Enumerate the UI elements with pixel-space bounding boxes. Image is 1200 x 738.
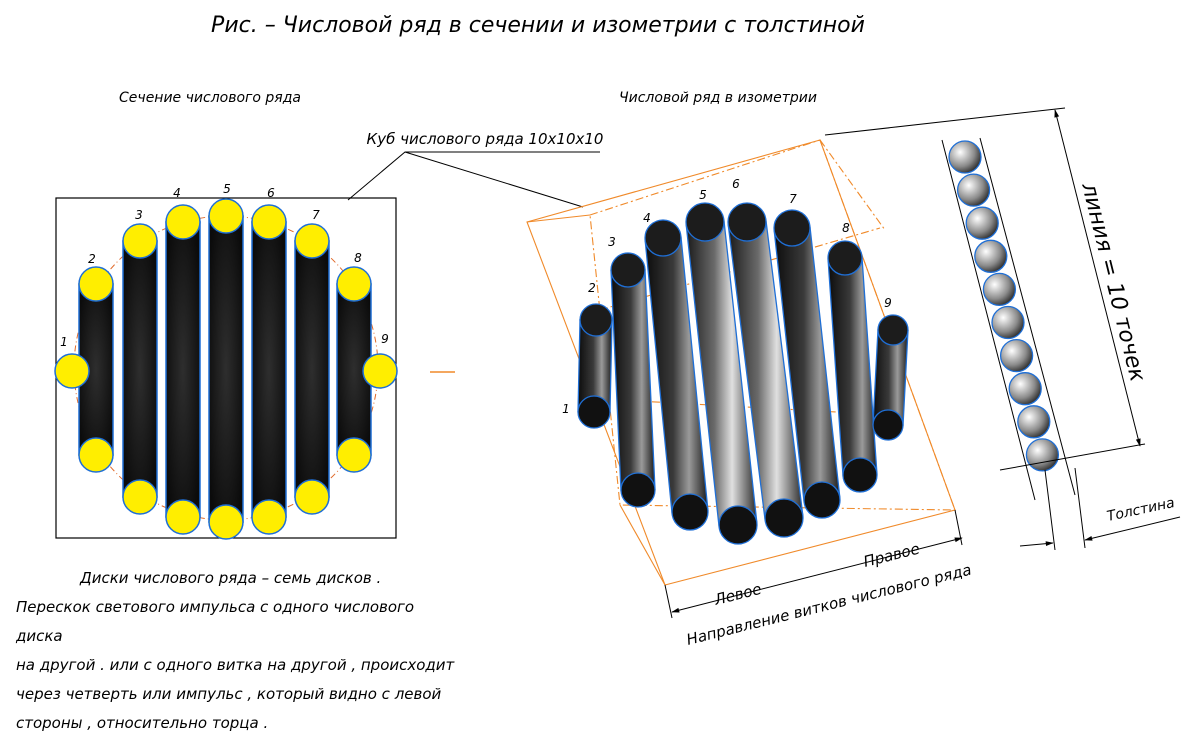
line-point	[1008, 372, 1042, 406]
left-direction-label: Левое	[712, 580, 764, 609]
section-number: 9	[381, 332, 389, 346]
section-number: 4	[173, 186, 181, 200]
iso-number: 7	[789, 192, 797, 206]
iso-number: 5	[699, 188, 707, 202]
line-label: линия = 10 точек	[1076, 179, 1150, 384]
section-number: 6	[267, 186, 275, 200]
section-disk	[122, 223, 158, 259]
section-disk	[208, 198, 244, 234]
section-rods	[78, 215, 372, 523]
section-disk	[294, 479, 330, 515]
section-disk	[208, 504, 244, 540]
note-line-4: через четверть или импульс , который вид…	[16, 685, 442, 703]
section-side-disk	[362, 353, 398, 389]
line-point	[999, 338, 1034, 373]
iso-number: 8	[842, 221, 850, 235]
section-disk	[251, 499, 287, 535]
section-disk	[336, 266, 372, 302]
iso-coil-end	[827, 240, 863, 276]
iso-coil-end	[764, 498, 804, 538]
section-number: 8	[354, 251, 362, 265]
section-rod	[294, 240, 330, 498]
section-numbers: 1 2 3 4 5 6 7 8 9	[60, 182, 389, 349]
iso-coils	[577, 202, 909, 545]
section-caption: Сечение числового ряда	[119, 90, 301, 106]
iso-coil	[827, 256, 878, 477]
iso-number: 4	[643, 211, 651, 225]
iso-number: 3	[608, 235, 616, 249]
iso-coil-end	[872, 409, 904, 441]
section-disk	[165, 499, 201, 535]
line-point	[982, 272, 1017, 307]
section-disk	[165, 204, 201, 240]
iso-coil-end	[610, 252, 646, 288]
diagram-canvas: Рис. – Числовой ряд в сечении и изометри…	[54, 13, 1181, 649]
section-disks	[54, 198, 398, 540]
iso-coil-end	[803, 481, 841, 519]
section-rod	[208, 215, 244, 523]
section-disk	[78, 437, 114, 473]
section-rod	[165, 221, 201, 518]
line-point	[965, 206, 999, 240]
iso-number: 2	[588, 281, 596, 295]
note-line-5: стороны , относительно торца .	[16, 714, 269, 732]
direction-dimension	[664, 509, 963, 619]
line-point	[956, 173, 991, 207]
section-rod	[122, 240, 158, 498]
section-disk	[122, 479, 158, 515]
section-number: 1	[60, 335, 68, 349]
line-dimension	[824, 107, 1146, 471]
thickness-dimension	[1019, 467, 1181, 551]
isometry-caption: Числовой ряд в изометрии	[619, 90, 817, 106]
note-line-3: на другой . или с одного витка на другой…	[16, 656, 455, 674]
iso-coil-end	[718, 505, 758, 545]
iso-coil-end	[877, 314, 909, 346]
line-point	[1017, 405, 1051, 439]
iso-coil	[610, 268, 656, 492]
section-number: 3	[135, 208, 143, 222]
iso-number: 6	[732, 177, 740, 191]
iso-coil-end	[685, 202, 725, 242]
notes-block: Диски числового ряда – семь дисков . Пер…	[16, 564, 456, 738]
iso-coil-end	[620, 472, 656, 508]
figure-title: Рис. – Числовой ряд в сечении и изометри…	[211, 13, 865, 38]
iso-coil-end	[727, 202, 767, 242]
section-disk	[78, 266, 114, 302]
section-view: 1 2 3 4 5 6 7 8 9	[54, 182, 455, 540]
iso-numbers: 1 2 3 4 5 6 7 8 9	[562, 177, 892, 416]
section-number: 2	[88, 252, 96, 266]
section-disk	[294, 223, 330, 259]
line-point	[1025, 438, 1060, 472]
line-point	[974, 239, 1008, 273]
note-line-1: Диски числового ряда – семь дисков .	[80, 569, 382, 587]
line-points	[941, 137, 1076, 501]
iso-coil-end	[644, 219, 682, 257]
iso-coil-end	[577, 395, 611, 429]
iso-coil-end	[773, 209, 811, 247]
section-number: 5	[223, 182, 231, 196]
line-point	[948, 140, 982, 174]
line-point	[991, 305, 1025, 340]
section-number: 7	[312, 208, 320, 222]
section-disk	[336, 437, 372, 473]
section-rod	[251, 221, 287, 518]
cube-leader-lines	[347, 151, 600, 208]
note-line-2: Перескок светового импульса с одного чис…	[16, 598, 415, 645]
cube-label: Куб числового ряда 10x10x10	[367, 130, 604, 148]
section-disk	[251, 204, 287, 240]
iso-number: 1	[562, 402, 570, 416]
section-side-disk	[54, 353, 90, 389]
right-direction-label: Правое	[862, 540, 922, 571]
iso-coil-end	[842, 457, 878, 493]
iso-number: 9	[884, 296, 892, 310]
iso-coil-end	[671, 493, 709, 531]
iso-coil-end	[579, 303, 613, 337]
